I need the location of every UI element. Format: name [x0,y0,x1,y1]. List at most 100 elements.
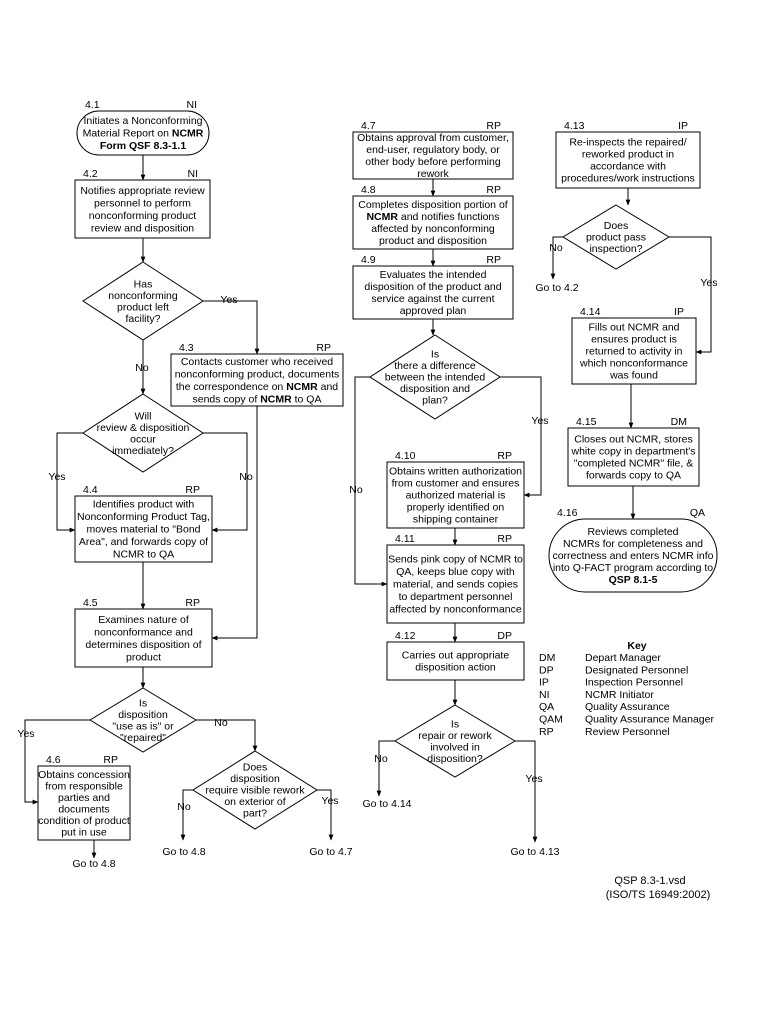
step-role: RP [103,754,118,766]
step-box [571,317,697,385]
connector-line [196,719,258,752]
step-box [170,353,344,407]
connectors [24,155,712,859]
goto-label: Go to 4.8 [72,858,115,870]
step-role: RP [316,342,331,354]
goto-label: Go to 4.13 [510,846,559,858]
step-box [352,131,514,180]
step-box [37,765,131,841]
step-number: 4.7 [361,120,376,132]
step-role: NI [187,99,198,111]
key-code: DM [539,652,555,664]
step-number: 4.14 [580,306,601,318]
step-role: DP [497,630,512,642]
step-box [352,195,514,250]
step-role: QA [690,507,705,519]
goto-label: Go to 4.2 [535,282,578,294]
step-number: 4.1 [85,99,100,111]
step-box [386,461,525,529]
label-no: No [177,801,191,813]
step-text: Re-inspects the repaired/reworked produc… [561,137,695,185]
key-description: Depart Manager [585,652,661,664]
key-code: NI [539,689,550,701]
step-box [76,110,210,156]
key-description: Inspection Personnel [585,677,683,689]
footer-standard: (ISO/TS 16949:2002) [606,889,711,901]
key-description: NCMR Initiator [585,689,654,701]
step-box [74,179,211,239]
step-number: 4.10 [395,450,416,462]
connector-line [354,376,388,587]
decision-diamond [89,687,197,753]
step-number: 4.8 [361,184,376,196]
connector-line [500,376,542,498]
label-yes: Yes [48,471,65,483]
step-role: IP [674,306,684,318]
step-role: RP [486,120,501,132]
step-box [567,427,700,487]
step-role: IP [678,120,688,132]
step-role: RP [185,484,200,496]
key-title: Key [627,640,646,652]
label-no: No [374,753,388,765]
label-yes: Yes [531,415,548,427]
step-box [74,608,213,668]
label-no: No [214,717,228,729]
key-description: Designated Personnel [585,664,688,676]
step-role: RP [185,597,200,609]
connector-line [24,719,90,805]
step-role: RP [486,254,501,266]
connector-line [317,789,334,841]
step-role: NI [188,168,199,180]
label-yes: Yes [525,773,542,785]
label-yes: Yes [321,795,338,807]
key-code: QAM [539,714,563,726]
step-box [386,641,525,681]
label-no: No [239,471,253,483]
footer-file: QSP 8.3-1.vsd [614,875,685,887]
key-code: DP [539,664,554,676]
step-number: 4.6 [46,754,61,766]
label-yes: Yes [17,728,34,740]
connector-line [211,406,258,641]
step-number: 4.2 [83,168,98,180]
step-number: 4.4 [83,484,98,496]
connector-line [56,432,83,533]
step-number: 4.11 [395,533,415,545]
